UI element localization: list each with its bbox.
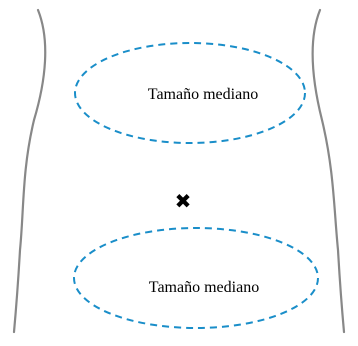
upper-zone-label: Tamaño mediano [148,86,258,103]
lower-zone-label: Tamaño mediano [149,279,259,296]
lower-injection-zone [73,227,319,329]
cross-mark-icon: ✖ [175,189,192,213]
torso-left-outline [12,8,47,334]
torso-right-outline [311,8,346,334]
upper-injection-zone [74,42,306,144]
